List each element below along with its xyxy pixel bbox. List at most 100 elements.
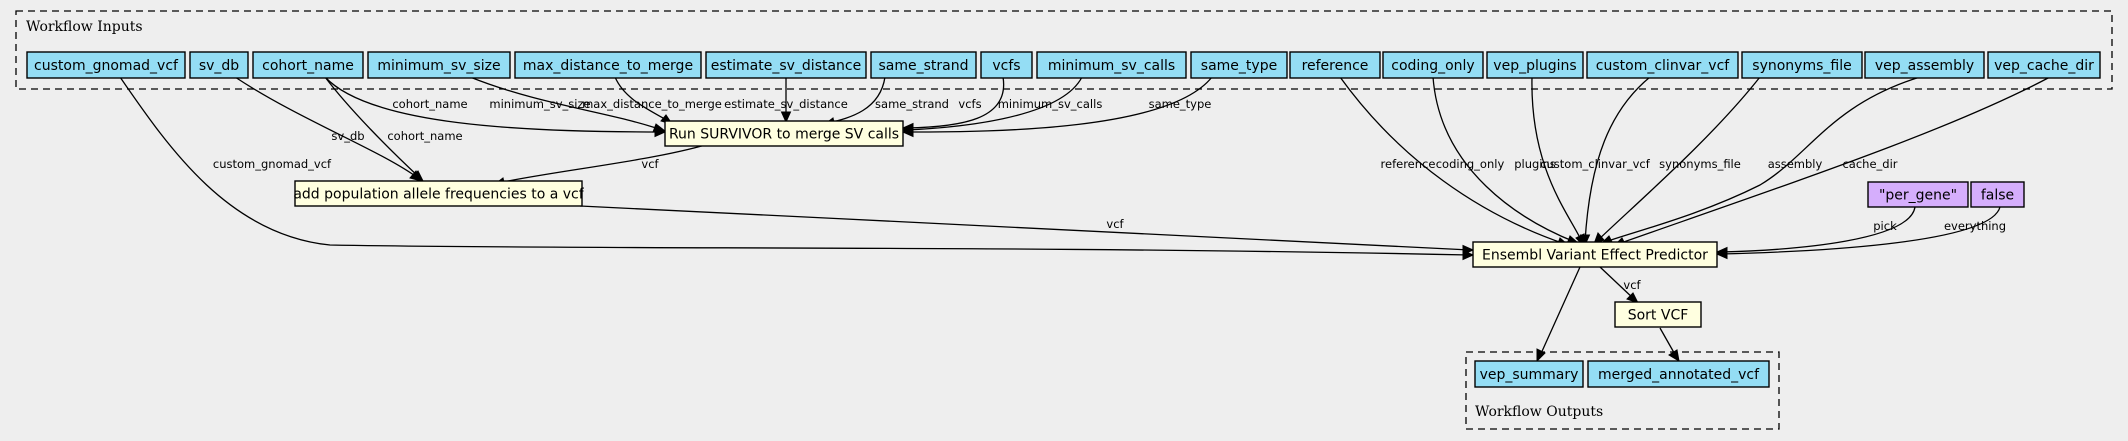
node-box-merged-annotated-vcf [1587, 360, 1770, 388]
edge-minimum-sv-size: minimum_sv_size [469, 76, 667, 133]
node-box-estimate-sv-distance [705, 51, 867, 79]
edge-max-distance-to-merge: max_distance_to_merge [582, 76, 722, 125]
node-custom-gnomad-vcf[interactable]: custom_gnomad_vcf [26, 51, 186, 79]
node-box-vep [1472, 241, 1718, 268]
node-label-coding-only: coding_only [1391, 58, 1474, 74]
node-label-custom-clinvar-vcf: custom_clinvar_vcf [1596, 58, 1731, 74]
node-box-max-distance-to-merge [514, 51, 702, 79]
edge-label-cohort-name-af: cohort_name [387, 129, 462, 143]
node-box-add-af [294, 180, 583, 207]
edge-label-coding-only: coding_only [1436, 157, 1505, 171]
node-label-vep-cache-dir: vep_cache_dir [1994, 58, 2094, 74]
edge-label-sv-db: sv_db [331, 129, 364, 143]
node-box-coding-only [1382, 51, 1484, 79]
workflow-outputs-frame [1465, 351, 1780, 430]
edge-custom-gnomad-vcf: custom_gnomad_vcf [119, 76, 1475, 261]
edge-label-same-strand: same_strand [875, 97, 949, 111]
node-label-vep-plugins: vep_plugins [1493, 58, 1576, 74]
edge-label-plugins: plugins [1514, 157, 1556, 171]
node-box-synonyms-file [1741, 51, 1863, 79]
node-vep[interactable]: Ensembl Variant Effect Predictor [1472, 241, 1718, 268]
node-label-sort-vcf: Sort VCF [1628, 308, 1689, 324]
node-label-vep-summary: vep_summary [1480, 367, 1579, 383]
node-label-add-af: add population allele frequencies to a v… [293, 187, 584, 203]
node-max-distance-to-merge[interactable]: max_distance_to_merge [514, 51, 702, 79]
node-vep-plugins[interactable]: vep_plugins [1486, 51, 1584, 79]
edge-label-vep-vcf: vcf [1623, 278, 1641, 292]
node-box-survivor [664, 120, 904, 147]
node-box-vep-cache-dir [1987, 51, 2101, 79]
node-label-minimum-sv-calls: minimum_sv_calls [1048, 58, 1175, 74]
node-label-vep: Ensembl Variant Effect Predictor [1482, 248, 1708, 264]
node-label-max-distance-to-merge: max_distance_to_merge [523, 58, 693, 74]
edge-label-max-distance-to-merge: max_distance_to_merge [582, 97, 722, 111]
node-box-sv-db [189, 51, 249, 79]
workflow-inputs-frame [15, 10, 2113, 90]
edge-same-type: same_type [901, 76, 1213, 138]
edge-label-same-type: same_type [1149, 97, 1212, 111]
node-box-custom-clinvar-vcf [1586, 51, 1739, 79]
node-vep-assembly[interactable]: vep_assembly [1864, 51, 1985, 79]
edge-label-everything: everything [1944, 219, 2006, 233]
node-minimum-sv-calls[interactable]: minimum_sv_calls [1036, 51, 1187, 79]
node-box-same-strand [870, 51, 977, 79]
edge-label-add-af-vcf: vcf [1106, 217, 1124, 231]
node-box-minimum-sv-calls [1036, 51, 1187, 79]
edge-label-reference: reference [1381, 157, 1436, 171]
node-custom-clinvar-vcf[interactable]: custom_clinvar_vcf [1586, 51, 1739, 79]
node-label-merged-annotated-vcf: merged_annotated_vcf [1598, 367, 1760, 383]
edge-label-minimum-sv-calls: minimum_sv_calls [998, 97, 1103, 111]
node-vcfs[interactable]: vcfs [980, 51, 1033, 79]
node-box-vcfs [980, 51, 1033, 79]
node-same-type[interactable]: same_type [1190, 51, 1288, 79]
edge-everything: everything [1715, 206, 2006, 260]
node-synonyms-file[interactable]: synonyms_file [1741, 51, 1863, 79]
workflow-outputs-cluster: Workflow Outputs [1465, 351, 1780, 430]
node-minimum-sv-size[interactable]: minimum_sv_size [367, 51, 511, 79]
node-survivor[interactable]: Run SURVIVOR to merge SV calls [664, 120, 904, 147]
workflow-inputs-cluster: Workflow Inputs [15, 10, 2113, 90]
edge-label-assembly: assembly [1768, 157, 1823, 171]
edge-add-af-vcf: vcf [579, 205, 1475, 256]
edge-label-pick: pick [1873, 219, 1897, 233]
node-box-per-gene [1867, 181, 1969, 208]
edge-label-estimate-sv-distance: estimate_sv_distance [724, 97, 848, 111]
node-label-survivor: Run SURVIVOR to merge SV calls [669, 127, 899, 143]
node-merged-annotated-vcf[interactable]: merged_annotated_vcf [1587, 360, 1770, 388]
edge-label-minimum-sv-size: minimum_sv_size [489, 97, 590, 111]
node-label-false-val: false [1981, 188, 2014, 204]
edge-label-custom-clinvar-vcf: custom_clinvar_vcf [1540, 157, 1651, 171]
node-label-per-gene: "per_gene" [1879, 188, 1957, 204]
node-same-strand[interactable]: same_strand [870, 51, 977, 79]
node-label-synonyms-file: synonyms_file [1752, 58, 1851, 74]
node-label-same-strand: same_strand [878, 58, 968, 74]
node-label-reference: reference [1302, 58, 1369, 74]
node-box-vep-plugins [1486, 51, 1584, 79]
node-sv-db[interactable]: sv_db [189, 51, 249, 79]
node-box-custom-gnomad-vcf [26, 51, 186, 79]
node-box-same-type [1190, 51, 1288, 79]
node-box-minimum-sv-size [367, 51, 511, 79]
node-vep-summary[interactable]: vep_summary [1474, 360, 1584, 388]
edge-cohort-name-to-add-af: cohort_name [324, 76, 463, 182]
node-label-same-type: same_type [1201, 58, 1277, 74]
node-box-vep-summary [1474, 360, 1584, 388]
node-sort-vcf[interactable]: Sort VCF [1614, 301, 1702, 328]
edge-vep-to-sort-vcf: vcf [1599, 266, 1642, 304]
node-estimate-sv-distance[interactable]: estimate_sv_distance [705, 51, 867, 79]
node-coding-only[interactable]: coding_only [1382, 51, 1484, 79]
edge-label-vcfs: vcfs [958, 97, 981, 111]
node-add-af[interactable]: add population allele frequencies to a v… [293, 180, 585, 207]
node-per-gene[interactable]: "per_gene" [1867, 181, 1969, 208]
node-vep-cache-dir[interactable]: vep_cache_dir [1987, 51, 2101, 79]
node-cohort-name[interactable]: cohort_name [252, 51, 364, 79]
edge-pick: pick [1715, 206, 1916, 258]
edge-label-custom-gnomad-vcf: custom_gnomad_vcf [213, 157, 332, 171]
edge-label-cohort-name: cohort_name [392, 97, 467, 111]
node-false-val[interactable]: false [1970, 181, 2025, 208]
node-reference[interactable]: reference [1289, 51, 1381, 79]
edge-estimate-sv-distance: estimate_sv_distance [724, 77, 848, 124]
node-box-reference [1289, 51, 1381, 79]
